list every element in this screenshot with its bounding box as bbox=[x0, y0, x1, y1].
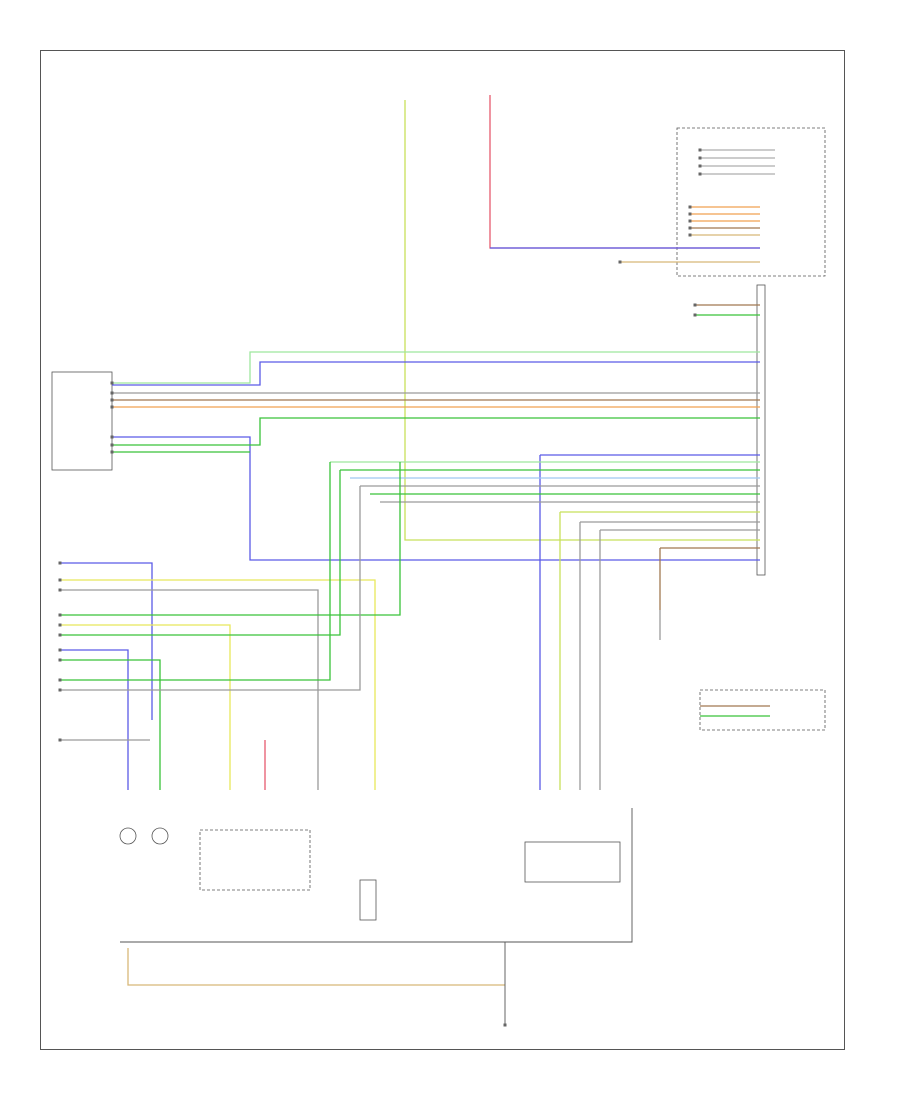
diagram-frame bbox=[40, 50, 845, 1050]
left-module-box bbox=[51, 371, 113, 471]
connector-pin bbox=[58, 578, 62, 582]
connector-pin bbox=[688, 212, 692, 216]
wire-green-left-rise-2 bbox=[60, 470, 341, 636]
connector-pin bbox=[693, 303, 697, 307]
connector-pin bbox=[110, 405, 114, 409]
wire-blue-left-drop bbox=[60, 562, 153, 720]
wire-gray-left bbox=[60, 589, 319, 790]
connector-pin bbox=[698, 156, 702, 160]
connector-pin bbox=[58, 678, 62, 682]
connector-pin bbox=[688, 205, 692, 209]
ground-bus bbox=[120, 808, 633, 943]
connector-pin bbox=[618, 260, 622, 264]
connector-pin bbox=[698, 172, 702, 176]
connector-pin bbox=[698, 148, 702, 152]
connector-pin bbox=[110, 391, 114, 395]
wire-yellow-left bbox=[60, 579, 376, 790]
connector-pin bbox=[110, 381, 114, 385]
right-mid-module bbox=[699, 689, 826, 731]
connector-pin bbox=[693, 313, 697, 317]
wire-blue-upper bbox=[112, 361, 760, 386]
connector-pin bbox=[110, 450, 114, 454]
connector-pin bbox=[110, 435, 114, 439]
connector-pin bbox=[58, 561, 62, 565]
wire-green-loop bbox=[112, 417, 760, 446]
wire-green-left-rise bbox=[60, 462, 401, 616]
connector-pin bbox=[58, 648, 62, 652]
connector-pin bbox=[58, 623, 62, 627]
wire-tan-ground-lower bbox=[127, 948, 505, 986]
lower-module-left bbox=[199, 829, 311, 891]
connector-pin bbox=[58, 633, 62, 637]
connector-pin bbox=[58, 588, 62, 592]
connector-pin bbox=[110, 398, 114, 402]
connector-pin bbox=[688, 226, 692, 230]
lamp-left-2 bbox=[151, 827, 169, 845]
wire-yellow-green-main bbox=[404, 100, 760, 541]
connector-pin bbox=[110, 443, 114, 447]
connector-pin bbox=[688, 233, 692, 237]
connector-pin bbox=[698, 164, 702, 168]
wire-gray-left-rise bbox=[60, 486, 361, 691]
control-module-connector-right bbox=[756, 284, 766, 576]
connector-pin bbox=[688, 219, 692, 223]
wire-blue-lower-loop bbox=[112, 436, 760, 561]
connector-pin bbox=[58, 613, 62, 617]
upper-right-module-outline bbox=[676, 127, 826, 277]
lower-switch bbox=[359, 879, 377, 921]
wire-green-left-3 bbox=[60, 659, 161, 790]
connector-pin bbox=[58, 688, 62, 692]
wire-blue-left-2 bbox=[60, 649, 129, 790]
connector-pin bbox=[58, 658, 62, 662]
wire-yellow-left-2 bbox=[60, 624, 231, 790]
wire-light-green-upper bbox=[112, 351, 760, 384]
connector-pin bbox=[58, 738, 62, 742]
lamp-left-1 bbox=[119, 827, 137, 845]
wire-red-top bbox=[489, 95, 760, 249]
wire-green-left-rise-3 bbox=[60, 462, 331, 681]
lower-module-right bbox=[524, 841, 621, 883]
ground-connector bbox=[503, 1023, 507, 1027]
